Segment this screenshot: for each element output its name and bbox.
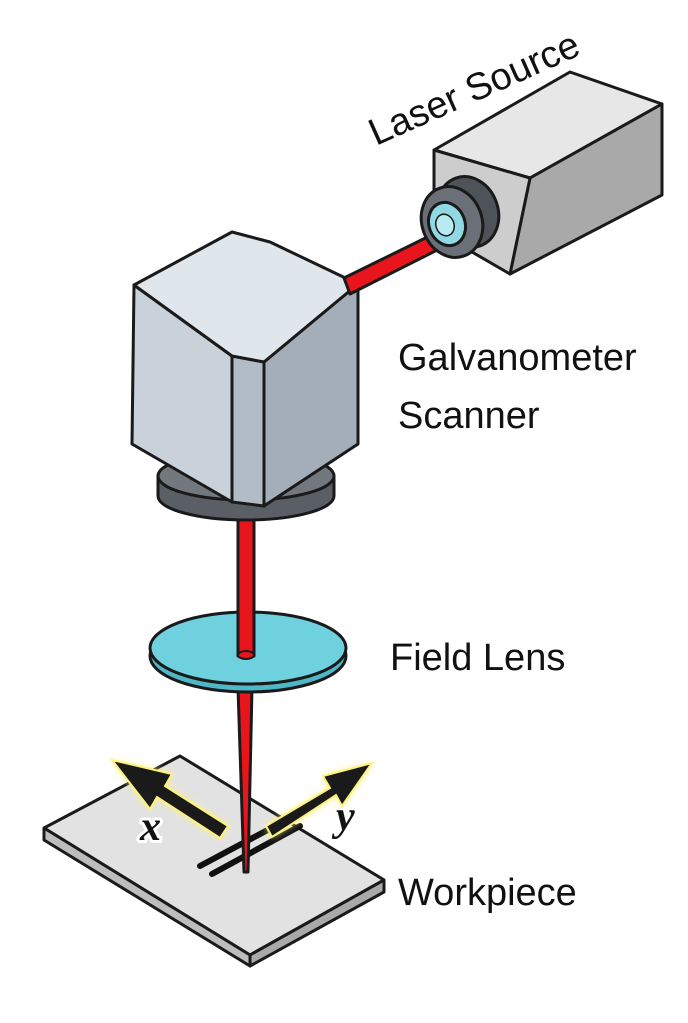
scanner-label-line2: Scanner — [398, 395, 540, 437]
x-axis-arrow — [109, 758, 230, 840]
beam-scanner-to-lens — [236, 508, 256, 658]
y-axis-arrow — [264, 761, 375, 839]
scanner-label-line1: Galvanometer — [398, 337, 637, 379]
galvanometer-scanner — [130, 230, 360, 522]
scan-track-2 — [209, 823, 303, 877]
laser-source — [419, 70, 664, 276]
beam-spot-on-lens — [237, 650, 255, 660]
workpiece-label: Workpiece — [398, 872, 577, 914]
workpiece — [42, 754, 386, 968]
y-axis-label: y — [331, 794, 355, 840]
field-lens-label: Field Lens — [390, 637, 565, 679]
x-axis-label: x — [139, 804, 161, 850]
